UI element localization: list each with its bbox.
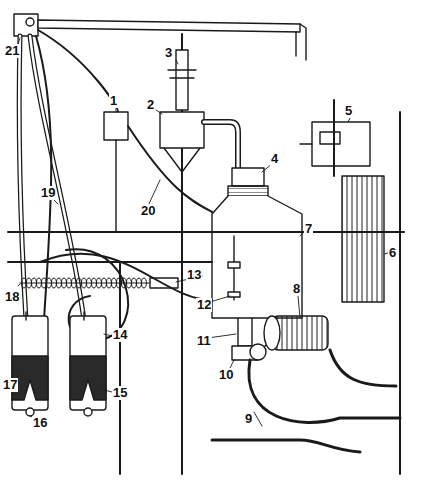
spring-coil xyxy=(137,278,142,288)
callout-number: 5 xyxy=(344,104,353,118)
spring-coil xyxy=(52,278,57,288)
spring-coil xyxy=(27,278,32,288)
spring-coil xyxy=(97,278,102,288)
spring-coil xyxy=(47,278,52,288)
spring-coil xyxy=(22,278,27,288)
callout-number: 16 xyxy=(32,416,48,430)
spring-coil xyxy=(92,278,97,288)
callout-number: 17 xyxy=(2,378,18,392)
spring-coil xyxy=(132,278,137,288)
callout-number: 13 xyxy=(186,268,202,282)
spring-coil xyxy=(37,278,42,288)
spring-coil xyxy=(72,278,77,288)
callout-number: 3 xyxy=(164,46,173,60)
spring-coil xyxy=(107,278,112,288)
spring-coil xyxy=(127,278,132,288)
spring-coil xyxy=(77,278,82,288)
spring-coil xyxy=(67,278,72,288)
callout-number: 11 xyxy=(196,334,212,348)
callout-number: 7 xyxy=(304,222,313,236)
callout-number: 10 xyxy=(218,368,234,382)
callout-number: 18 xyxy=(4,290,20,304)
callout-number: 9 xyxy=(244,412,253,426)
spring-coil xyxy=(57,278,62,288)
spring-coil xyxy=(32,278,37,288)
callout-number: 1 xyxy=(109,94,118,108)
callout-number: 20 xyxy=(140,204,156,218)
callout-number: 4 xyxy=(270,152,279,166)
callout-number: 8 xyxy=(292,282,301,296)
spring-coil xyxy=(102,278,107,288)
spring-coil xyxy=(87,278,92,288)
callout-number: 19 xyxy=(40,186,56,200)
spring-coil xyxy=(112,278,117,288)
callout-number: 12 xyxy=(196,298,212,312)
callout-number: 6 xyxy=(388,246,397,260)
spring-coil xyxy=(117,278,122,288)
callout-number: 14 xyxy=(112,328,128,342)
spring-coil xyxy=(42,278,47,288)
callout-number: 15 xyxy=(112,386,128,400)
spring-coil xyxy=(82,278,87,288)
callout-number: 21 xyxy=(4,44,20,58)
spring-coil xyxy=(142,278,147,288)
callout-number: 2 xyxy=(146,98,155,112)
spring-coil xyxy=(62,278,67,288)
